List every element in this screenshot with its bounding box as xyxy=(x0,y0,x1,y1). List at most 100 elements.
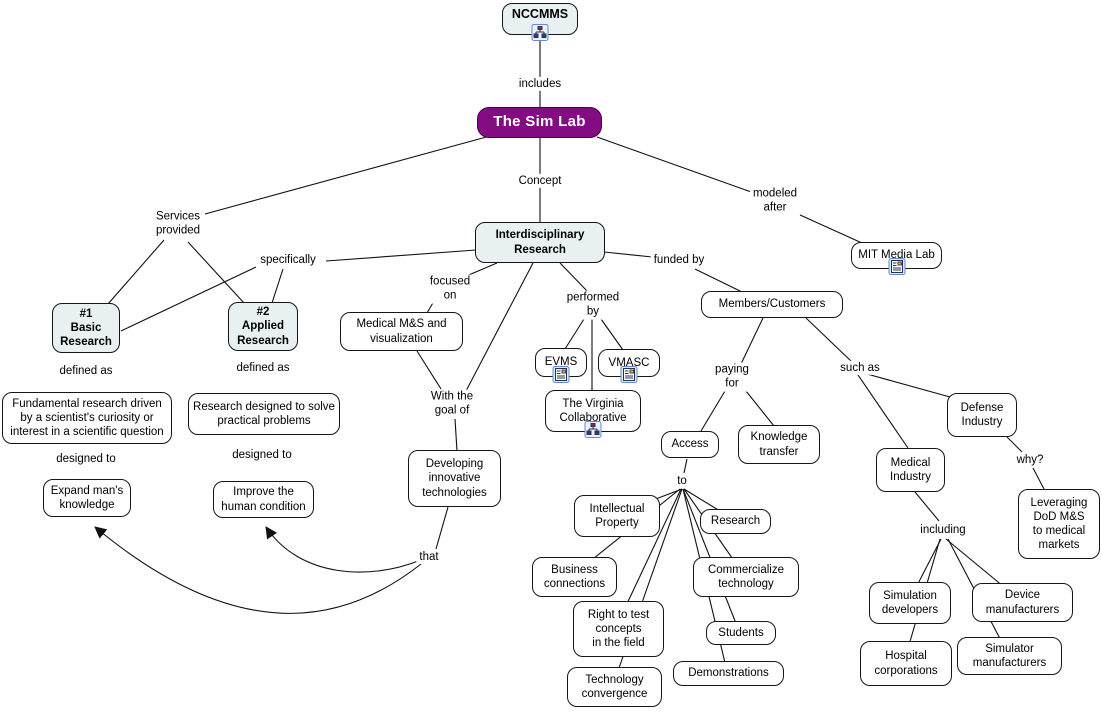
node-label: Medical Industry xyxy=(890,456,931,483)
node-vmasc[interactable]: VMASC xyxy=(598,349,660,383)
edge xyxy=(603,251,653,258)
link-includes[interactable]: includes xyxy=(515,76,565,92)
node-label: Simulation developers xyxy=(881,589,939,616)
node-technology-convergence[interactable]: Technology convergence xyxy=(567,667,662,707)
document-icon[interactable] xyxy=(552,366,570,383)
node-defense-industry[interactable]: Defense Industry xyxy=(947,393,1017,437)
node-label: Research designed to solve practical pro… xyxy=(193,400,335,427)
node-business-connections[interactable]: Business connections xyxy=(532,557,617,597)
edge xyxy=(740,317,764,365)
node-label: Access xyxy=(671,438,709,451)
node-commercialize-technology[interactable]: Commercialize technology xyxy=(693,557,799,597)
node-hospital-corporations[interactable]: Hospital corporations xyxy=(860,641,952,686)
node-label: #1 Basic Research xyxy=(60,307,112,348)
node-fundamental-research[interactable]: Fundamental research driven by a scienti… xyxy=(2,392,172,444)
edge xyxy=(1006,436,1023,453)
link-that[interactable]: that xyxy=(416,549,442,565)
node-label: The Virginia Collaborative xyxy=(559,397,627,424)
node-label: EVMS xyxy=(544,356,578,369)
edge xyxy=(596,136,755,194)
node-applied-research[interactable]: #2 Applied Research xyxy=(228,302,298,351)
node-simulator-manufacturers[interactable]: Simulator manufacturers xyxy=(957,637,1062,675)
link-concept[interactable]: Concept xyxy=(515,173,565,189)
node-label: Defense Industry xyxy=(960,401,1004,428)
link-focused-on[interactable]: focused on xyxy=(426,274,474,304)
node-label: Fundamental research driven by a scienti… xyxy=(10,397,164,438)
node-medical-industry[interactable]: Medical Industry xyxy=(876,448,945,492)
edge xyxy=(788,209,863,244)
link-designed-to-basic[interactable]: designed to xyxy=(53,451,119,467)
arrow-curve xyxy=(94,526,422,614)
node-students[interactable]: Students xyxy=(706,621,776,645)
node-intellectual-property[interactable]: Intellectual Property xyxy=(574,495,660,537)
edge xyxy=(465,262,534,392)
link-funded-by[interactable]: funded by xyxy=(650,252,708,268)
org-chart-icon[interactable] xyxy=(584,421,602,438)
link-performed-by[interactable]: performed by xyxy=(563,290,623,320)
node-research[interactable]: Research xyxy=(700,509,771,534)
edge xyxy=(857,374,909,449)
edge xyxy=(600,318,624,351)
node-leveraging-dod[interactable]: Leveraging DoD M&S to medical markets xyxy=(1018,489,1100,559)
node-nccms[interactable]: NCCMMS xyxy=(502,3,578,41)
link-to[interactable]: to xyxy=(674,473,690,489)
node-expand-knowledge[interactable]: Expand man's knowledge xyxy=(43,479,131,517)
node-simulation-developers[interactable]: Simulation developers xyxy=(869,582,951,624)
edge xyxy=(107,239,165,305)
node-members-customers[interactable]: Members/Customers xyxy=(701,291,843,318)
edge xyxy=(454,418,458,452)
node-the-sim-lab[interactable]: The Sim Lab xyxy=(477,107,602,138)
node-evms[interactable]: EVMS xyxy=(535,348,587,383)
link-paying-for[interactable]: paying for xyxy=(712,362,752,392)
edge xyxy=(120,266,257,332)
link-modeled-after[interactable]: modeled after xyxy=(749,186,801,216)
node-label: VMASC xyxy=(608,356,650,369)
node-label: Commercialize technology xyxy=(707,563,785,590)
node-label: Developing innovative technologies xyxy=(422,458,487,499)
node-virginia-collaborative[interactable]: The Virginia Collaborative xyxy=(545,390,641,438)
node-label: NCCMMS xyxy=(511,7,569,22)
link-specifically[interactable]: specifically xyxy=(257,252,319,268)
link-defined-as-basic[interactable]: defined as xyxy=(56,363,116,379)
node-label: Leveraging DoD M&S to medical markets xyxy=(1030,496,1088,552)
node-label: Improve the human condition xyxy=(221,486,306,513)
node-label: Research xyxy=(710,515,761,528)
org-chart-icon[interactable] xyxy=(531,24,549,41)
node-medical-ms[interactable]: Medical M&S and visualization xyxy=(340,312,463,351)
link-including[interactable]: including xyxy=(917,522,969,538)
document-icon[interactable] xyxy=(620,366,638,383)
node-label: Students xyxy=(718,626,764,639)
node-label: Simulator manufacturers xyxy=(972,642,1047,669)
link-designed-to-applied[interactable]: designed to xyxy=(229,447,295,463)
node-label: Device manufacturers xyxy=(985,589,1060,616)
node-label: Knowledge transfer xyxy=(750,431,808,458)
node-mit-media-lab[interactable]: MIT Media Lab xyxy=(851,242,942,275)
node-label: Hospital corporations xyxy=(874,650,938,677)
edge xyxy=(204,135,491,215)
node-label: Business connections xyxy=(543,563,606,590)
link-such-as[interactable]: such as xyxy=(837,360,883,376)
link-with-the-goal-of[interactable]: With the goal of xyxy=(427,389,477,419)
node-device-manufacturers[interactable]: Device manufacturers xyxy=(972,583,1073,622)
node-research-designed[interactable]: Research designed to solve practical pro… xyxy=(188,393,340,435)
node-knowledge-transfer[interactable]: Knowledge transfer xyxy=(738,425,820,464)
node-basic-research[interactable]: #1 Basic Research xyxy=(52,303,120,353)
node-label: Right to test concepts in the field xyxy=(587,608,650,649)
edge xyxy=(1032,467,1045,490)
node-interdisciplinary-research[interactable]: Interdisciplinary Research xyxy=(475,222,605,263)
arrow-curve xyxy=(265,526,419,573)
node-access[interactable]: Access xyxy=(661,431,719,458)
node-demonstrations[interactable]: Demonstrations xyxy=(673,661,784,686)
link-services-provided[interactable]: Services provided xyxy=(152,209,204,239)
node-label: The Sim Lab xyxy=(493,113,586,131)
node-label: Demonstrations xyxy=(688,667,769,680)
node-developing-tech[interactable]: Developing innovative technologies xyxy=(408,450,501,507)
edge xyxy=(435,506,449,550)
edge xyxy=(694,268,743,293)
link-why[interactable]: why? xyxy=(1013,452,1047,468)
link-defined-as-applied[interactable]: defined as xyxy=(233,360,293,376)
node-right-to-test[interactable]: Right to test concepts in the field xyxy=(573,601,664,657)
node-improve-condition[interactable]: Improve the human condition xyxy=(213,481,314,518)
document-icon[interactable] xyxy=(888,258,905,275)
